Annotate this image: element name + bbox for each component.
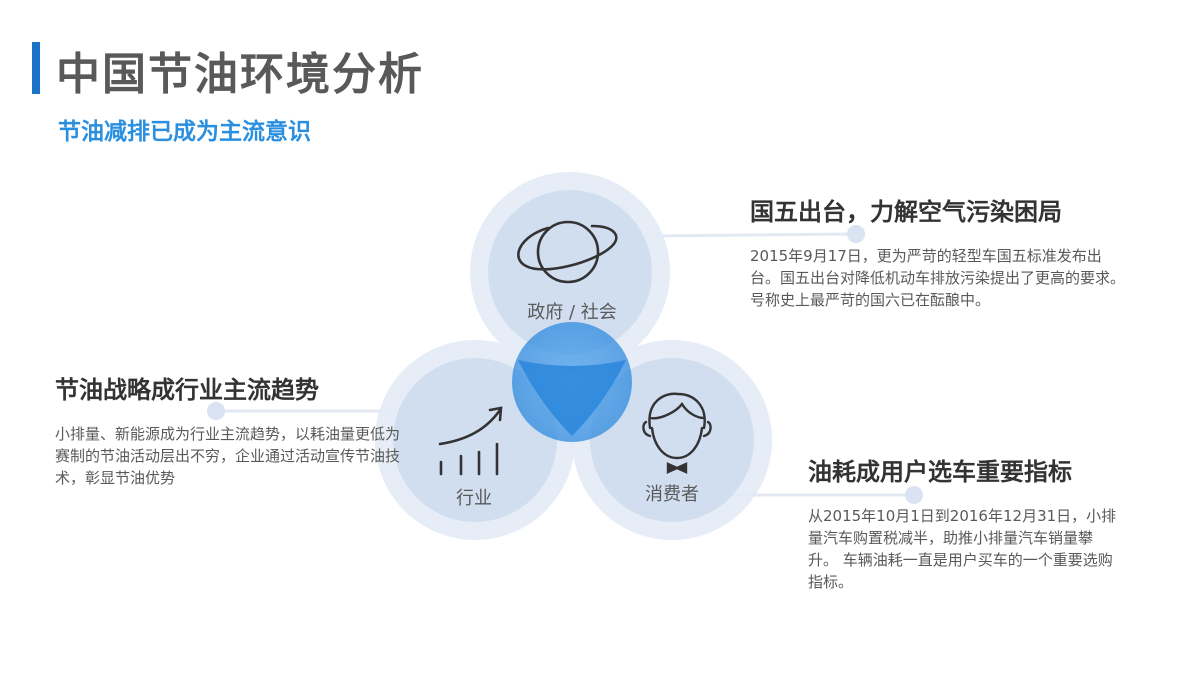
block-industry-title: 节油战略成行业主流趋势	[55, 376, 319, 404]
center-highlight	[518, 360, 626, 436]
block-government-text: 2015年9月17日，更为严苛的轻型车国五标准发布出台。国五出台对降低机动车排放…	[750, 247, 1126, 309]
block-consumer: 油耗成用户选车重要指标 从2015年10月1日到2016年12月31日，小排量汽…	[808, 452, 1118, 593]
block-government-title: 国五出台，力解空气污染困局	[750, 198, 1062, 226]
page-title: 中国节油环境分析	[56, 49, 424, 100]
title-accent-bar	[32, 42, 40, 94]
circle-consumer	[590, 358, 754, 522]
connector-top-right	[649, 225, 865, 243]
block-industry-text: 小排量、新能源成为行业主流趋势，以耗油量更低为赛制的节油活动层出不穷，企业通过活…	[55, 425, 401, 487]
label-industry: 行业	[456, 488, 492, 509]
label-consumer: 消费者	[645, 484, 699, 505]
block-government: 国五出台，力解空气污染困局 2015年9月17日，更为严苛的轻型车国五标准发布出…	[750, 192, 1130, 311]
planet-icon	[517, 220, 618, 284]
label-government: 政府 / 社会	[527, 302, 617, 323]
block-consumer-title: 油耗成用户选车重要指标	[808, 458, 1072, 486]
block-consumer-text: 从2015年10月1日到2016年12月31日，小排量汽车购置税减半，助推小排量…	[808, 507, 1117, 591]
person-icon	[642, 392, 712, 474]
growth-chart-icon	[438, 406, 503, 476]
block-industry: 节油战略成行业主流趋势 小排量、新能源成为行业主流趋势，以耗油量更低为赛制的节油…	[55, 370, 400, 489]
connector-left	[207, 402, 400, 420]
page-subtitle: 节油减排已成为主流意识	[58, 119, 311, 145]
